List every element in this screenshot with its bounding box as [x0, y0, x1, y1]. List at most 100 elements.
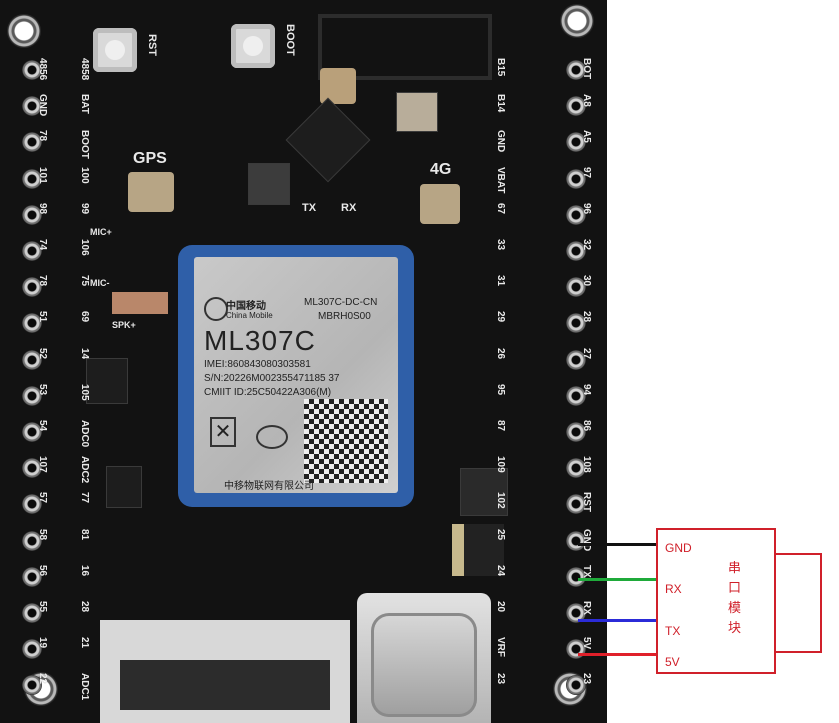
- pin-label-outer: 78: [37, 130, 48, 142]
- pin-label-inner: 75: [79, 275, 90, 287]
- serial-module-usb: [776, 553, 822, 653]
- pin-label-outer: TX: [581, 564, 592, 578]
- crystal: [396, 92, 438, 132]
- header-pin: [566, 458, 586, 479]
- pin-label-inner: 31: [495, 275, 506, 287]
- model-sub: MBRH0S00: [318, 311, 371, 322]
- pin-label-inner: 69: [79, 311, 90, 323]
- pin-label-outer: 94: [581, 383, 592, 395]
- pin-label-inner: 20: [495, 601, 506, 613]
- pin-label-outer: 107: [37, 456, 48, 473]
- pin-label-outer: 54: [37, 420, 48, 432]
- gps-label: GPS: [133, 150, 167, 167]
- header-pin: [566, 675, 586, 696]
- header-pin: [566, 422, 586, 442]
- header-pin: [22, 530, 42, 551]
- pin-label-inner: VBAT: [495, 166, 506, 194]
- header-pin: [566, 349, 586, 370]
- mounting-hole-tr: [560, 4, 594, 38]
- header-pin: [22, 349, 42, 370]
- rst-label: RST: [146, 34, 158, 56]
- pin-label-inner: 26: [495, 347, 506, 359]
- pin-label-outer: A5: [581, 130, 592, 144]
- pin-label-outer: 32: [581, 239, 592, 251]
- pin-label-outer: 57: [37, 492, 48, 504]
- tx-wire: [578, 619, 656, 622]
- header-pin: [22, 132, 42, 153]
- amp-chip: [86, 358, 128, 404]
- 5v-wire: [578, 653, 656, 656]
- pin-label-inner: 25: [495, 528, 506, 540]
- pin-label-outer: BOT: [581, 58, 592, 80]
- pin-label-outer: 22: [37, 673, 48, 685]
- header-pin: [22, 204, 42, 225]
- boot-button: [231, 24, 275, 68]
- pin-label-inner: 28: [79, 601, 90, 613]
- pin-label-outer: 108: [581, 456, 592, 473]
- fpc-slot: [120, 660, 330, 710]
- rx-wire: [578, 578, 656, 581]
- header-pin: [566, 313, 586, 334]
- maker-cn: 中移物联网有限公司: [224, 481, 314, 492]
- brand-cn: 中国移动: [226, 301, 266, 312]
- sn: S/N:20226M002355471185 37: [204, 373, 340, 384]
- pin-label-outer: 4856: [37, 58, 48, 81]
- pin-label-outer: 52: [37, 347, 48, 359]
- rst-button: [93, 28, 137, 72]
- header-pin: [22, 241, 42, 261]
- pin-label-outer: 30: [581, 275, 592, 287]
- pin-label-inner: 67: [495, 202, 506, 214]
- header-pin: [566, 277, 586, 298]
- title-char-4: 块: [728, 620, 742, 635]
- pin-gnd: GND: [665, 541, 692, 555]
- header-pin: [566, 385, 586, 406]
- regulator: [106, 466, 142, 508]
- header-pin: [22, 603, 42, 623]
- pin-label-inner: B15: [495, 58, 506, 77]
- pin-label-inner: BAT: [79, 94, 90, 114]
- header-pin: [566, 241, 586, 261]
- boot-label: BOOT: [284, 24, 296, 56]
- part-1hy: [460, 468, 508, 516]
- header-pin: [22, 639, 42, 660]
- header-pin: [22, 277, 42, 298]
- tantalum-capacitor: [452, 524, 504, 576]
- usb-c-opening: [371, 613, 477, 717]
- pin-label-outer: 98: [37, 202, 48, 214]
- pin-label-outer: 86: [581, 420, 592, 432]
- qr-code: [304, 399, 388, 483]
- pin-label-outer: 23: [581, 673, 592, 685]
- pin-label-inner: 109: [495, 456, 506, 473]
- pin-label-inner: 99: [79, 202, 90, 214]
- header-pin: [22, 96, 42, 117]
- title-char-2: 口: [728, 580, 742, 595]
- fpc-connector: [100, 620, 350, 723]
- pin-label-inner: ADC2: [79, 456, 90, 484]
- header-pin: [566, 494, 586, 515]
- header-pin: [22, 60, 42, 80]
- pin-label-inner: 102: [495, 492, 506, 510]
- pin-label-outer: GND: [581, 528, 592, 551]
- header-pin: [22, 168, 42, 189]
- pin-label-inner: 81: [79, 528, 90, 540]
- pin-label-inner: 4858: [79, 58, 90, 81]
- pin-label-inner: 23: [495, 673, 506, 685]
- pin-label-inner: 87: [495, 420, 506, 432]
- weee-icon: ✕: [210, 417, 236, 447]
- pin-label-outer: 5V: [581, 637, 592, 650]
- china-mobile-logo: [204, 297, 228, 321]
- imei: IMEI:860843080303581: [204, 359, 311, 370]
- pin-label-inner: ADC0: [79, 420, 90, 448]
- header-pin: [22, 566, 42, 587]
- mic-minus-label: MIC-: [90, 278, 110, 288]
- 4g-label: 4G: [430, 161, 452, 178]
- pin-label-inner: 21: [79, 637, 90, 649]
- dev-board-photo: RST BOOT GPS 4G TX RX MIC+ MIC- SPK+ 中国移…: [0, 0, 607, 723]
- pin-label-inner: 95: [495, 383, 506, 395]
- pin-label-outer: 101: [37, 166, 48, 184]
- pin-5v: 5V: [665, 655, 680, 669]
- rx-led-label: RX: [341, 202, 357, 214]
- pin-label-outer: GND: [37, 94, 48, 117]
- pin-label-inner: 105: [79, 383, 90, 401]
- header-pin: [22, 494, 42, 515]
